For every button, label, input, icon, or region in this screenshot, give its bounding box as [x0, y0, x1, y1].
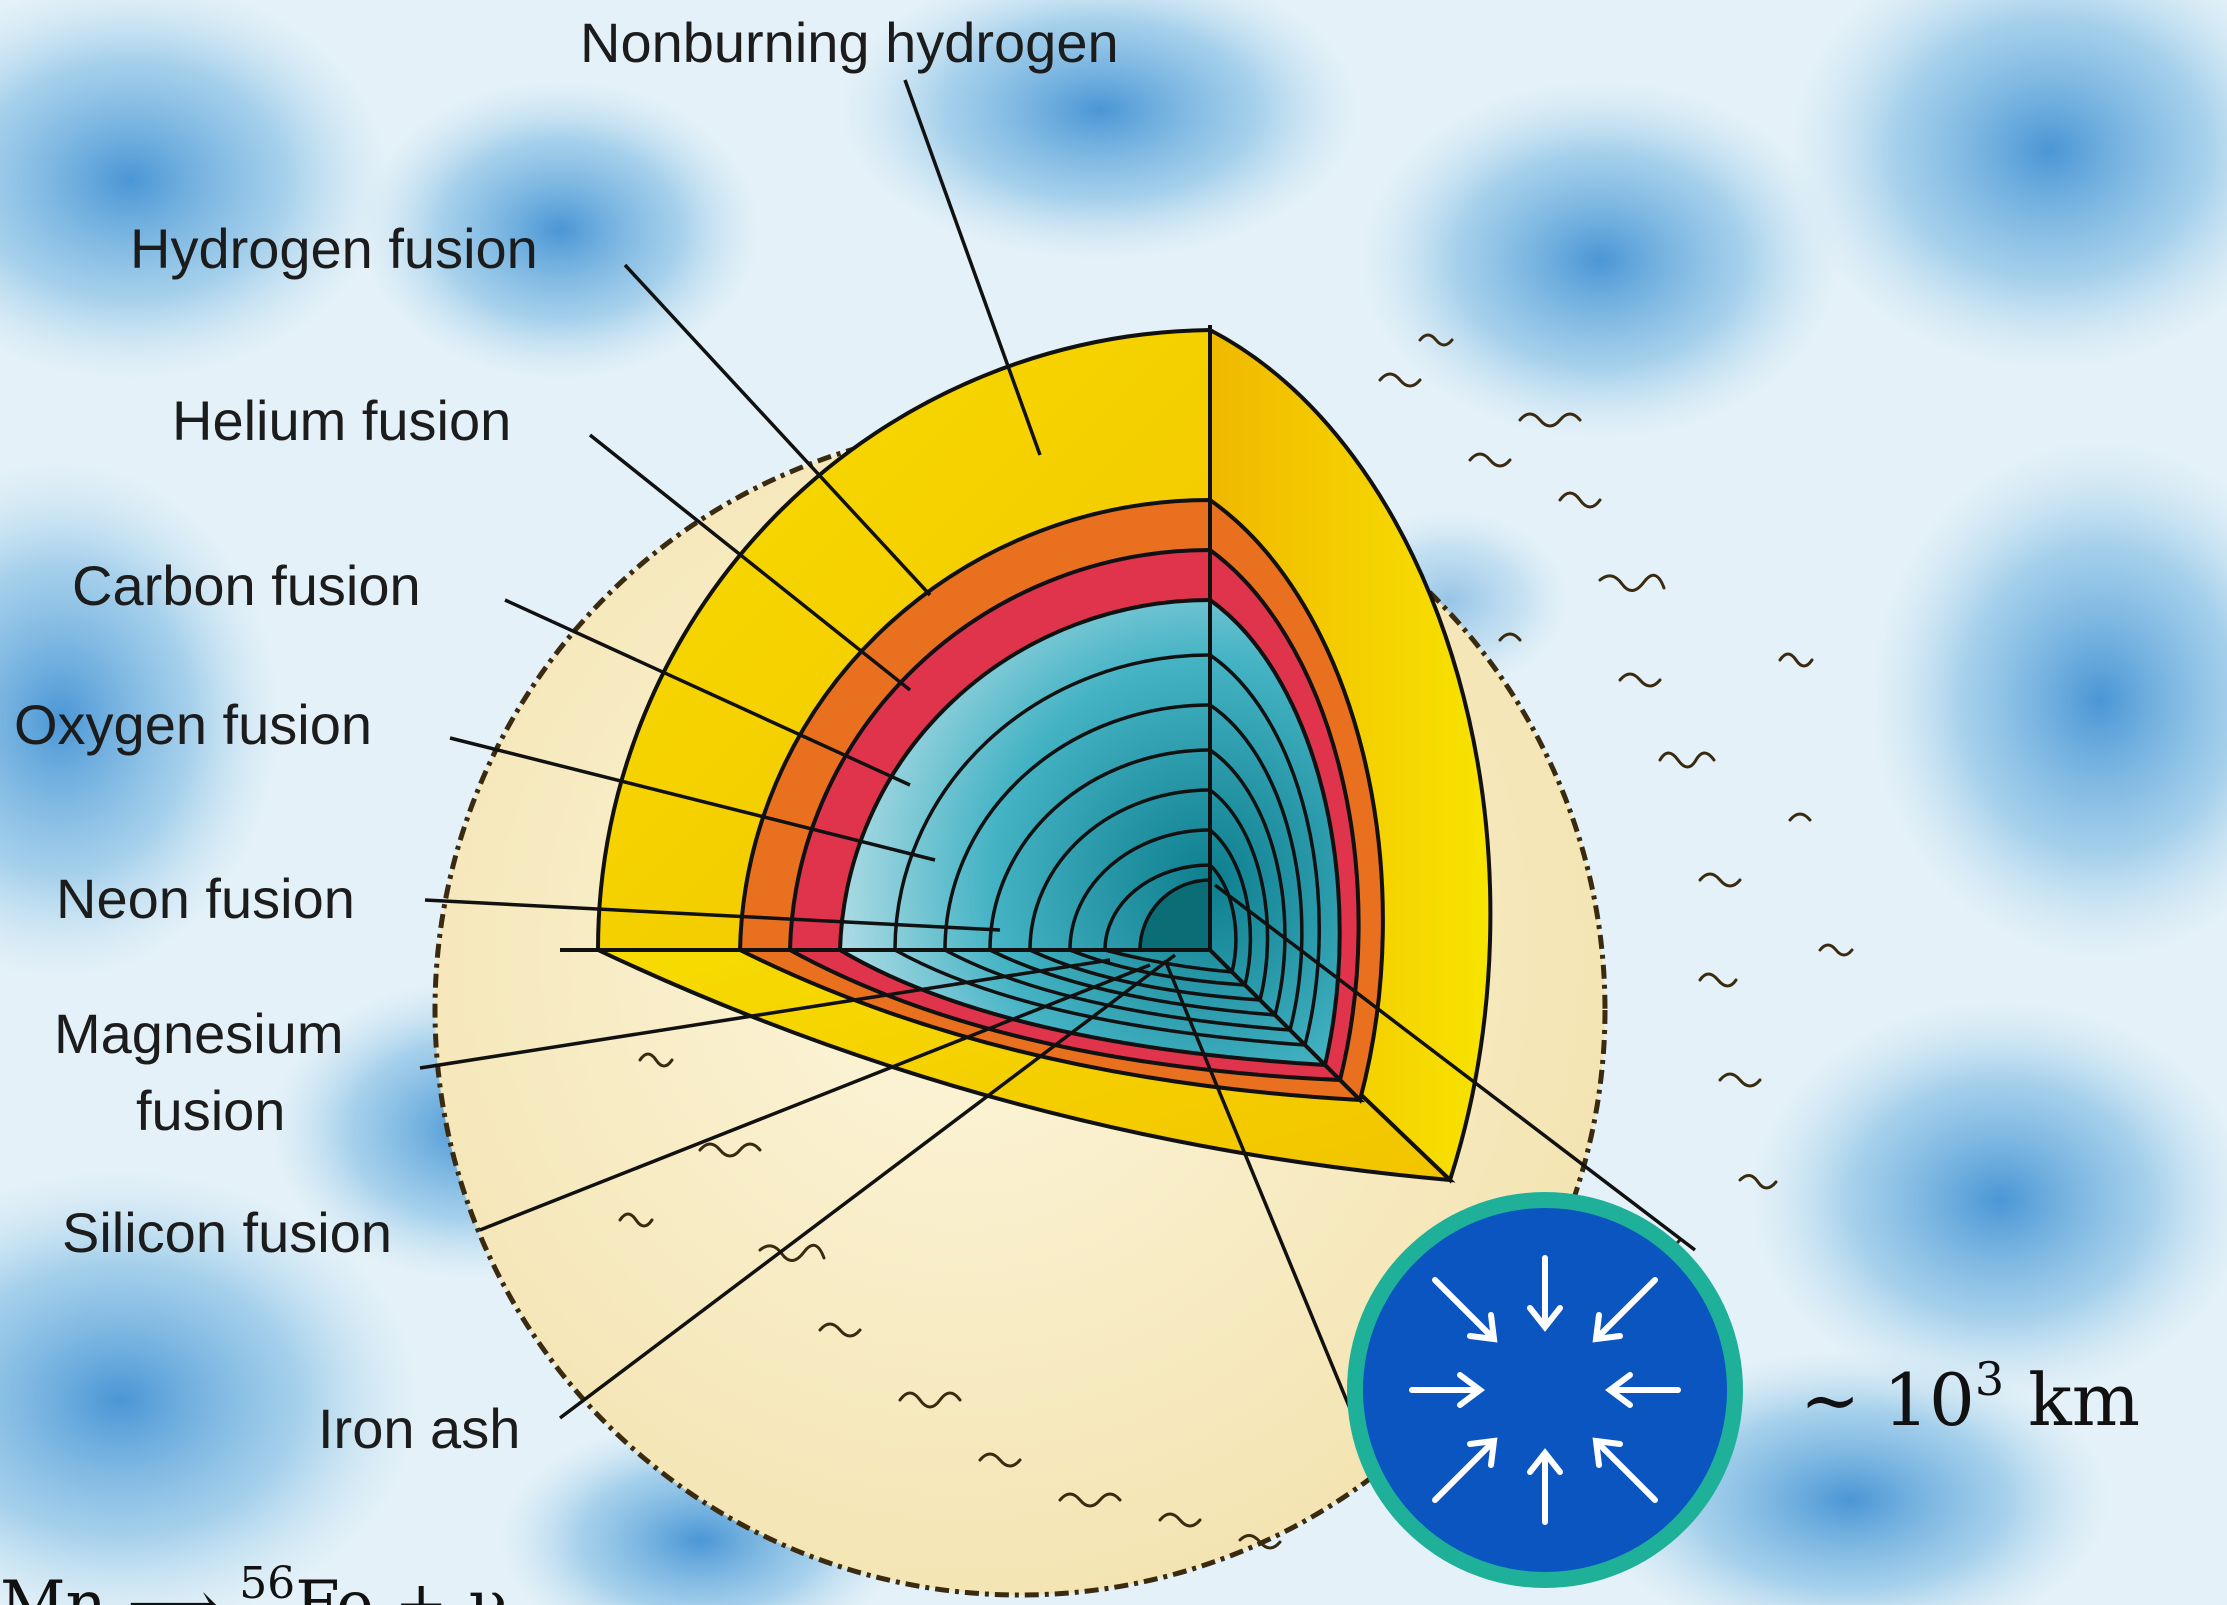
label-carbon-fusion: Carbon fusion [72, 554, 421, 617]
equation-text: Mn ⟶ 56Fe + ν [0, 1558, 507, 1605]
label-helium-fusion: Helium fusion [172, 389, 511, 452]
inward-arrow-icon [1409, 1255, 1681, 1525]
label-neon-fusion: Neon fusion [56, 867, 355, 930]
label-nonburning-hydrogen: Nonburning hydrogen [580, 11, 1119, 74]
label-magnesium-fusion-line2: fusion [136, 1079, 285, 1142]
label-hydrogen-fusion: Hydrogen fusion [130, 217, 538, 280]
label-iron-ash: Iron ash [318, 1397, 520, 1460]
reaction-equation: Mn ⟶ 56Fe + ν [0, 1558, 507, 1605]
label-oxygen-fusion: Oxygen fusion [14, 693, 372, 756]
layer-labels: Nonburning hydrogen Hydrogen fusion Heli… [14, 11, 1119, 1460]
label-silicon-fusion: Silicon fusion [62, 1201, 392, 1264]
leader-lines [419, 79, 1697, 1446]
label-magnesium-fusion-line1: Magnesium [54, 1002, 343, 1065]
